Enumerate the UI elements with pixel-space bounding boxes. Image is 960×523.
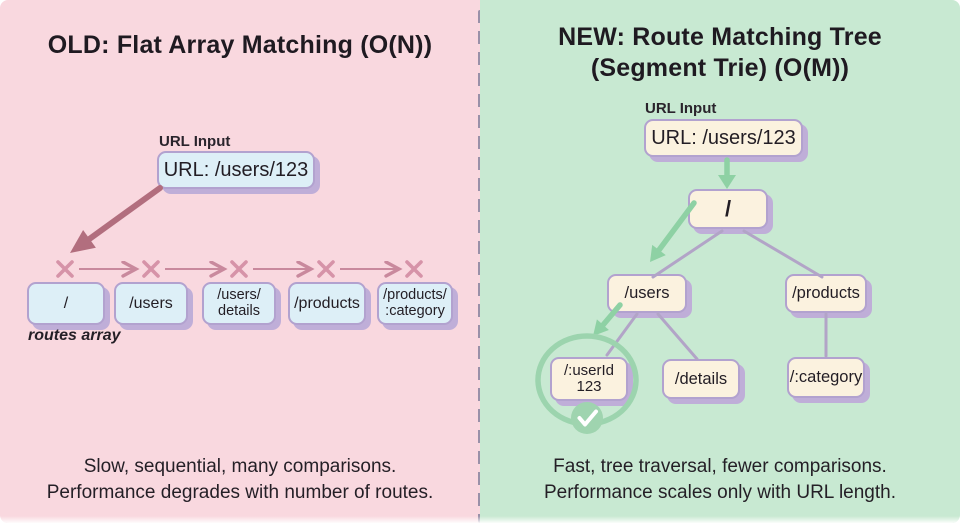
url-value-left: URL: /users/123 (163, 159, 309, 181)
route-box-users-details: /users/ details (202, 282, 276, 325)
route-box-users: /users (114, 282, 188, 325)
caption-line: Performance scales only with URL length. (543, 482, 896, 504)
url-input-label-left: URL Input (159, 133, 231, 150)
route-box-root: / (27, 282, 105, 325)
route-label: /users/ (217, 286, 261, 303)
caption-line: Fast, tree traversal, fewer comparisons. (553, 456, 887, 477)
caption-line: Slow, sequential, many comparisons. (83, 456, 397, 477)
node-label: /details (674, 369, 728, 388)
node-label: /:category (789, 368, 863, 387)
route-label: :category (385, 302, 445, 319)
route-label: /products/ (383, 286, 447, 303)
url-input-box-left: URL: /users/123 (157, 151, 315, 189)
route-box-products: /products (288, 282, 366, 325)
caption-line: Performance degrades with number of rout… (46, 482, 434, 504)
url-value-right: URL: /users/123 (651, 127, 796, 149)
new-panel-caption: Fast, tree traversal, fewer comparisons.… (480, 454, 960, 506)
route-label: /users (129, 294, 173, 312)
new-panel-title: NEW: Route Matching Tree (Segment Trie) … (480, 22, 960, 83)
old-panel-caption: Slow, sequential, many comparisons. Perf… (0, 454, 480, 506)
new-trie-panel: NEW: Route Matching Tree (Segment Trie) … (480, 0, 960, 523)
tree-node-details: /details (662, 359, 740, 399)
tree-node-users: /users (607, 274, 687, 313)
route-label: details (218, 302, 260, 319)
node-label: /users (624, 284, 670, 303)
tree-node-category: /:category (787, 357, 865, 398)
tree-node-userid-matched: /:userId 123 (550, 357, 628, 401)
node-label: / (724, 195, 732, 221)
routes-array-label: routes array (28, 327, 121, 344)
node-label: /products (792, 284, 860, 303)
new-title-line2: (Segment Trie) (O(M)) (590, 53, 850, 82)
node-label: 123 (576, 378, 602, 395)
tree-node-products: /products (785, 274, 867, 313)
route-box-products-category: /products/ :category (377, 282, 453, 325)
old-panel-title: OLD: Flat Array Matching (O(N)) (47, 31, 433, 59)
bottom-edge-fade (0, 516, 960, 523)
new-title-line1: NEW: Route Matching Tree (558, 23, 882, 51)
old-flat-array-panel: OLD: Flat Array Matching (O(N)) URL Inpu… (0, 0, 480, 523)
url-input-box-right: URL: /users/123 (644, 119, 803, 157)
tree-node-root: / (688, 189, 768, 229)
node-label: /:userId (563, 361, 615, 379)
url-input-label-right: URL Input (645, 100, 717, 117)
route-label: / (63, 294, 69, 312)
route-label: /products (294, 294, 360, 312)
